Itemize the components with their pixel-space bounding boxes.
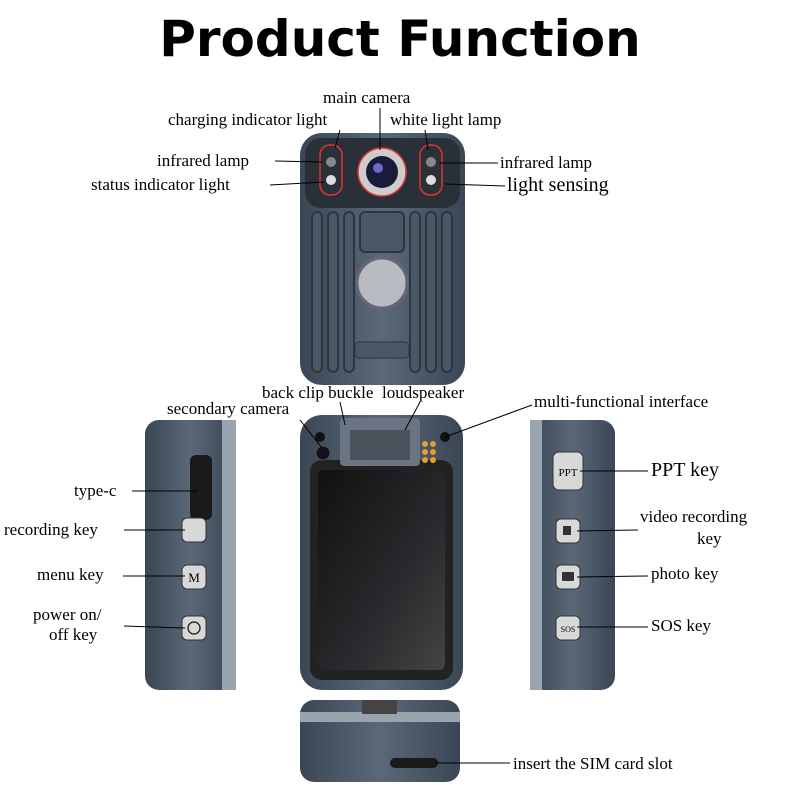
label-loudspeaker: loudspeaker	[382, 383, 465, 402]
front-button	[355, 256, 409, 310]
sos-button-label: SOS	[561, 625, 576, 634]
label-main-camera: main camera	[323, 88, 411, 107]
label-status-indicator: status indicator light	[91, 175, 230, 194]
leader-lines	[123, 108, 649, 764]
label-light-sensing: light sensing	[507, 174, 609, 196]
screen	[318, 470, 445, 670]
label-infrared-right: infrared lamp	[500, 153, 593, 172]
ppt-button-label: PPT	[559, 467, 578, 479]
label-type-c: type-c	[74, 481, 117, 500]
label-multi-interface: multi-functional interface	[534, 392, 709, 411]
left-side-view: M	[145, 420, 236, 690]
label-infrared-left: infrared lamp	[157, 151, 250, 170]
label-sim-slot: insert the SIM card slot	[513, 754, 673, 773]
label-power-key-line2: off key	[49, 625, 98, 644]
label-power-key-line1: power on/	[33, 605, 102, 624]
label-menu-key: menu key	[37, 565, 104, 584]
back-view	[300, 415, 463, 690]
label-sos-key: SOS key	[651, 616, 711, 635]
label-charging-indicator: charging indicator light	[168, 110, 328, 129]
menu-button-label: M	[188, 570, 200, 585]
label-secondary-camera: secondary camera	[167, 399, 290, 418]
page-title: Product Function	[159, 10, 641, 68]
bottom-view	[300, 700, 460, 782]
label-white-light: white light lamp	[390, 110, 502, 129]
label-video-key-line2: key	[697, 529, 722, 548]
label-back-clip: back clip buckle	[262, 383, 374, 402]
label-video-key-line1: video recording	[640, 507, 748, 526]
front-view	[300, 133, 465, 385]
right-side-view: PPT SOS	[530, 420, 615, 690]
label-ppt-key: PPT key	[651, 459, 719, 481]
secondary-camera-lens	[315, 445, 331, 461]
label-recording-key: recording key	[4, 520, 98, 539]
label-photo-key: photo key	[651, 564, 719, 583]
